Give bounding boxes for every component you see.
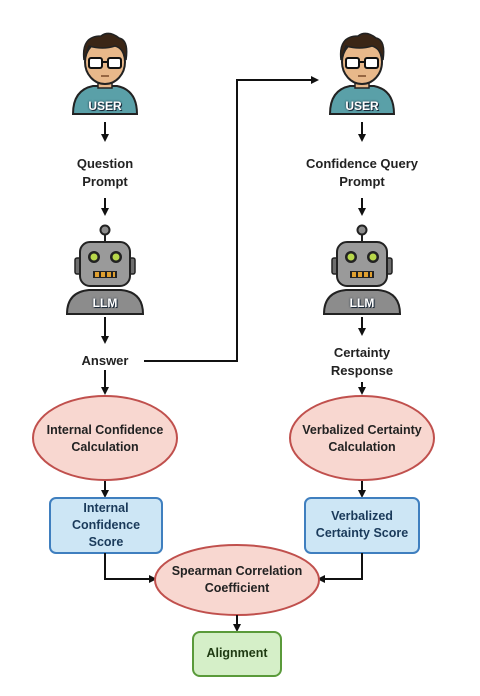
right-calc-text: Verbalized Certainty Calculation [292,422,432,456]
left-calc-ellipse [32,395,178,481]
right-score-line-2: Certainty Score [315,526,409,540]
spearman-line-2: Coefficient [204,581,270,595]
right-response-line-1: Certainty [333,345,391,360]
right-response-line-2: Response [330,363,394,378]
spearman-line-1: Spearman Correlation [171,564,303,578]
alignment-box [192,631,282,677]
right-calc-line-2: Calculation [328,440,396,454]
right-arrow-score-to-spearman [317,553,363,583]
right-score-text: Verbalized Certainty Score [305,508,419,542]
left-score-line-2: Confidence [71,518,141,532]
left-prompt-line-1: Question [76,156,134,171]
left-score-text: Internal Confidence Score [50,500,162,551]
right-calc-line-1: Verbalized Certainty [302,423,422,437]
right-calc-ellipse [289,395,435,481]
right-user-label: USER [345,99,379,113]
left-calc-line-1: Internal Confidence [46,423,164,437]
left-prompt-line-2: Prompt [82,174,128,189]
left-calc-text: Internal Confidence Calculation [35,422,175,456]
right-llm-label: LLM [349,296,375,310]
right-prompt-line-1: Confidence Query [306,156,418,171]
left-llm-label: LLM [92,296,118,310]
left-arrow-score-to-spearman [104,553,157,583]
left-user-label: USER [88,99,122,113]
right-score-line-1: Verbalized [331,509,393,523]
left-calc-line-2: Calculation [71,440,139,454]
right-prompt-line-2: Prompt [339,174,385,189]
left-score-line-3: Score [88,535,124,549]
right-response-label: Certainty Response [302,344,422,380]
arrow-answer-to-right-user [144,76,319,362]
right-prompt-label: Confidence Query Prompt [282,155,442,191]
answer-label: Answer [81,353,129,368]
spearman-text: Spearman Correlation Coefficient [157,563,317,597]
left-prompt-label: Question Prompt [35,155,175,191]
alignment-text: Alignment [206,646,268,660]
left-score-line-1: Internal [83,501,129,515]
